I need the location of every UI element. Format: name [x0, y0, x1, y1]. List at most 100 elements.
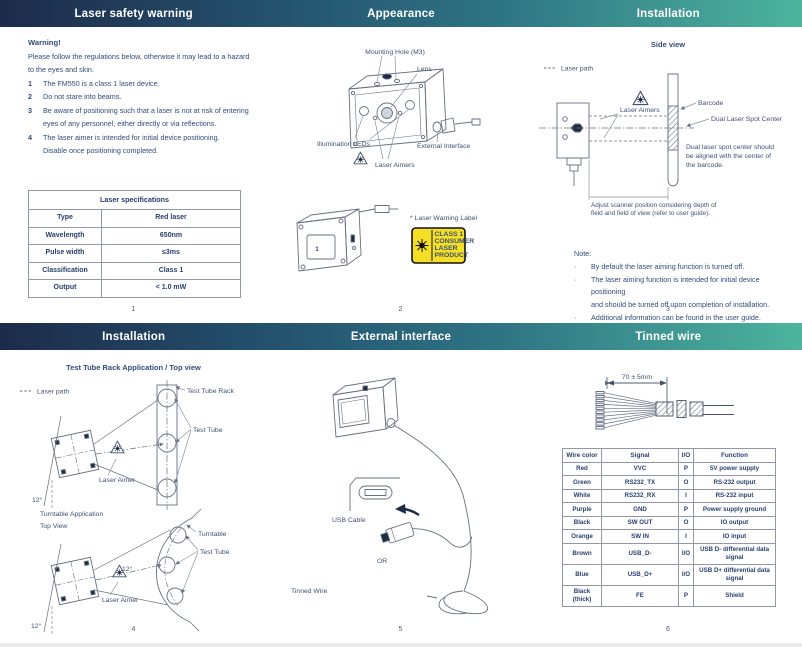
warning-heading: Warning! — [28, 38, 61, 47]
section-title-tinned-wire: Tinned wire — [635, 330, 702, 343]
panel-installation-top: Test Tube Rack Application / Top view La… — [0, 350, 267, 643]
list-item: 3 Be aware of positioning such that a la… — [28, 105, 249, 129]
list-item: 1 The FM550 is a class 1 laser device. — [28, 78, 160, 88]
laser-warning-triangle-icon — [110, 440, 125, 454]
table-header-row: Wire color Signal I/O Function — [562, 448, 776, 463]
label-laser-aimer: Laser Aimer — [99, 477, 136, 484]
label-laser-path: Laser path — [37, 389, 69, 396]
laser-warning-triangle-icon — [632, 90, 649, 106]
dimension-bracket — [588, 160, 669, 200]
note-block: Note: ·By default the laser aiming funct… — [574, 248, 794, 325]
turn-angle-label-2: 12° — [31, 622, 42, 630]
device-number: 1 — [315, 246, 319, 253]
laser-warning-triangle-icon — [353, 151, 368, 165]
svg-text:LASER: LASER — [435, 245, 458, 252]
label-illumination-leds: Illumination LEDs — [317, 141, 370, 148]
label-laser-aimers: Laser Aimers — [375, 162, 415, 169]
panel-tinned-wire: 70 ± 5mm — [534, 350, 802, 643]
turntable-title-line: Top View — [40, 523, 68, 530]
label-usb-cable: USB Cable — [332, 517, 366, 524]
page-bottom-strip — [0, 643, 802, 647]
panel-laser-safety: Warning! Please follow the regulations b… — [0, 27, 267, 323]
page-number: 2 — [398, 305, 403, 313]
page-number: 5 — [398, 625, 403, 633]
table-title: Laser specifications — [28, 190, 241, 210]
tinned-wire-diagram: 70 ± 5mm — [595, 374, 734, 430]
list-item: 2 Do not stare into beams. — [28, 92, 122, 101]
table-row: Laser specifications — [28, 190, 241, 210]
svg-text:CLASS 1: CLASS 1 — [435, 231, 464, 238]
side-view-subtitle: Side view — [650, 40, 686, 49]
turn-angle-label: 12° — [122, 565, 133, 573]
page-number: 4 — [131, 625, 136, 633]
rack-angle-label: 12° — [32, 496, 43, 504]
label-turntable: Turntable — [198, 531, 227, 538]
cable-diagram: USB Cable OR Tinned Wire — [291, 377, 488, 615]
label-dual-center: Dual Laser Spot Center — [711, 116, 783, 123]
label-laser-path: Laser path — [561, 66, 593, 73]
label-external-interface: External Interface — [417, 143, 470, 150]
panel-external-interface: USB Cable OR Tinned Wire 5 — [267, 350, 534, 643]
panel-installation-side: Side view Laser path — [534, 27, 802, 323]
adjust-note: Adjust scanner position considering dept… — [591, 202, 717, 217]
section-title-external-interface: External interface — [350, 330, 452, 343]
label-lens: Lens — [417, 66, 432, 73]
label-test-tube-rack: Test Tube Rack — [187, 388, 234, 395]
note-item: ·By default the laser aiming function is… — [574, 261, 745, 271]
side-view-diagram: Laser path Laser Aimers — [539, 66, 783, 200]
label-laser-aimer: Laser Aimer — [102, 597, 139, 604]
label-tinned-wire: Tinned Wire — [291, 588, 328, 595]
alignment-note: Dual laser spot center should be aligned… — [686, 144, 774, 169]
svg-text:the barcode.: the barcode. — [686, 162, 724, 169]
section-title-appearance: Appearance — [367, 7, 435, 20]
list-item: 4 The laser aimer is intended for initia… — [28, 132, 220, 156]
table-row: Pulse width≤3ms — [28, 244, 241, 263]
panel-appearance: Mounting Hole (M3) Lens Illumination LED… — [267, 27, 534, 323]
svg-text:be aligned with the center of: be aligned with the center of — [686, 153, 771, 160]
page-number: 3 — [666, 305, 670, 313]
top-header-bar: Laser safety warning Appearance Installa… — [0, 0, 802, 27]
warning-intro-line: Please follow the regulations below, oth… — [28, 51, 250, 61]
rack-subtitle: Test Tube Rack Application / Top view — [66, 363, 201, 372]
dimension-label: 70 ± 5mm — [622, 374, 653, 381]
scanner-isometric-diagram: Mounting Hole (M3) Lens Illumination LED… — [317, 49, 481, 169]
label-test-tube: Test Tube — [193, 427, 223, 434]
turntable-title-line: Turntable Application — [40, 511, 103, 518]
page-number: 6 — [666, 625, 670, 633]
section-title-installation: Installation — [636, 7, 700, 20]
svg-text:CONSUMER: CONSUMER — [435, 238, 475, 245]
note-item: · The laser aiming function is intended … — [574, 274, 770, 310]
section-title-laser-safety: Laser safety warning — [74, 7, 193, 20]
top-view-diagrams: Laser path 12° — [20, 380, 234, 634]
note-title: Note: — [574, 249, 592, 258]
svg-text:PRODUCT: PRODUCT — [435, 252, 469, 259]
bottom-header-bar: Installation External interface Tinned w… — [0, 323, 802, 350]
class1-laser-label: CLASS 1 CONSUMER LASER PRODUCT — [411, 227, 475, 264]
label-barcode: Barcode — [698, 100, 724, 107]
table-row: Output< 1.0 mW — [28, 279, 241, 298]
label-or: OR — [377, 558, 387, 565]
laser-starburst-icon — [415, 239, 429, 252]
warning-intro-line: to the eyes and skin. — [28, 65, 94, 74]
svg-text:Dual laser spot center should: Dual laser spot center should — [686, 144, 774, 151]
label-mounting-hole: Mounting Hole (M3) — [365, 49, 425, 56]
warning-label-diagram: 1 * Laser Warning Label CLASS 1 CONSUMER… — [296, 205, 477, 272]
page-number: 1 — [131, 305, 136, 313]
label-warning-caption: * Laser Warning Label — [410, 215, 477, 222]
section-title-installation-2: Installation — [102, 330, 166, 343]
label-test-tube: Test Tube — [200, 549, 230, 556]
